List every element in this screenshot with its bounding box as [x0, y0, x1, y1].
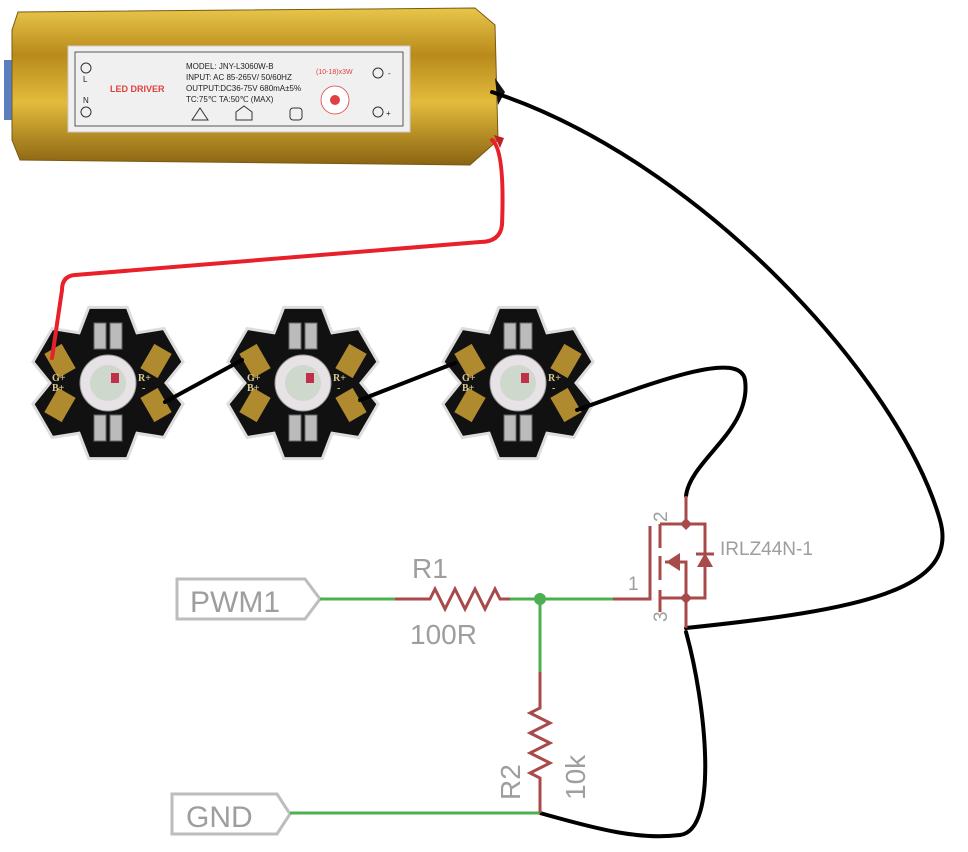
driver-label [67, 45, 411, 133]
pad-label: - [552, 383, 555, 394]
red-wire-positive [50, 138, 505, 360]
r1-name: R1 [412, 553, 448, 584]
rgb-led-star-3: G+B+ R+- [441, 305, 595, 461]
transformer-icon [289, 107, 303, 121]
pad-label: R+ [333, 373, 346, 384]
schematic: PWM1 GND R1 100R R2 10k [170, 496, 813, 836]
solder-pad [550, 343, 582, 379]
black-wire-led2-led3 [358, 361, 457, 402]
mosfet-name: IRLZ44N-1 [720, 539, 813, 560]
black-wire-gnd-source [538, 630, 708, 839]
resistor-r1 [395, 585, 510, 613]
driver-input: INPUT: AC 85-265V/ 50/60HZ [186, 73, 292, 82]
pad-label: B+ [247, 383, 260, 394]
rgb-led-star-1: G+B+ R+- [31, 305, 185, 461]
solder-pad [44, 387, 76, 423]
driver-temp: TC:75℃ TA:50℃ (MAX) [186, 95, 274, 104]
pin-drain: 2 [651, 511, 672, 522]
pad-label: R+ [138, 373, 151, 384]
resistor-r2 [526, 672, 554, 813]
driver-output: OUTPUT:DC36-75V 680mA±5% [186, 84, 301, 93]
pad-label: - [142, 383, 145, 394]
terminal-n: N [83, 96, 89, 105]
pwm1-label: PWM1 [190, 586, 280, 619]
solder-pad [454, 343, 486, 379]
pin-source: 3 [651, 611, 672, 622]
pad-label: G+ [52, 373, 66, 384]
driver-range: (10-18)x3W [316, 69, 353, 76]
junction-dot [534, 593, 546, 605]
led-driver: L N LED DRIVER MODEL: JNY-L3060W-B INPUT… [4, 7, 505, 166]
solder-pad [454, 387, 486, 423]
pad-label: B+ [462, 383, 475, 394]
black-wire-led1-led2 [163, 358, 244, 404]
black-wire-led3-drain [575, 365, 748, 498]
driver-brand: LED DRIVER [110, 84, 165, 94]
nets [290, 597, 615, 815]
pad-label: R+ [548, 373, 561, 384]
wires [50, 90, 945, 839]
driver-model: MODEL: JNY-L3060W-B [186, 62, 274, 71]
indoor-use-icon [235, 105, 253, 121]
solder-pad [140, 387, 172, 423]
pad-label: G+ [462, 373, 476, 384]
black-wire-driver-negative [490, 90, 945, 630]
gnd-label: GND [186, 801, 253, 834]
gnd-port[interactable] [170, 792, 292, 836]
solder-pad [550, 387, 582, 423]
terminal-plus: + [386, 109, 391, 118]
solder-pad [239, 343, 271, 379]
pad-label: B+ [52, 383, 65, 394]
safety-triangle-icon [191, 107, 209, 121]
solder-pad [335, 343, 367, 379]
rgb-led-star-2: G+B+ R+- [226, 305, 380, 461]
solder-pad [239, 387, 271, 423]
solder-pad [140, 343, 172, 379]
pad-label: - [337, 383, 340, 394]
r2-name: R2 [495, 764, 526, 800]
pin-gate: 1 [628, 574, 639, 595]
terminal-l: L [83, 75, 88, 84]
solder-pad [335, 387, 367, 423]
terminal-minus: - [388, 69, 391, 78]
r1-value: 100R [410, 619, 477, 650]
r2-value: 10k [560, 754, 591, 800]
pwm1-port[interactable] [175, 577, 322, 621]
pad-label: G+ [247, 373, 261, 384]
